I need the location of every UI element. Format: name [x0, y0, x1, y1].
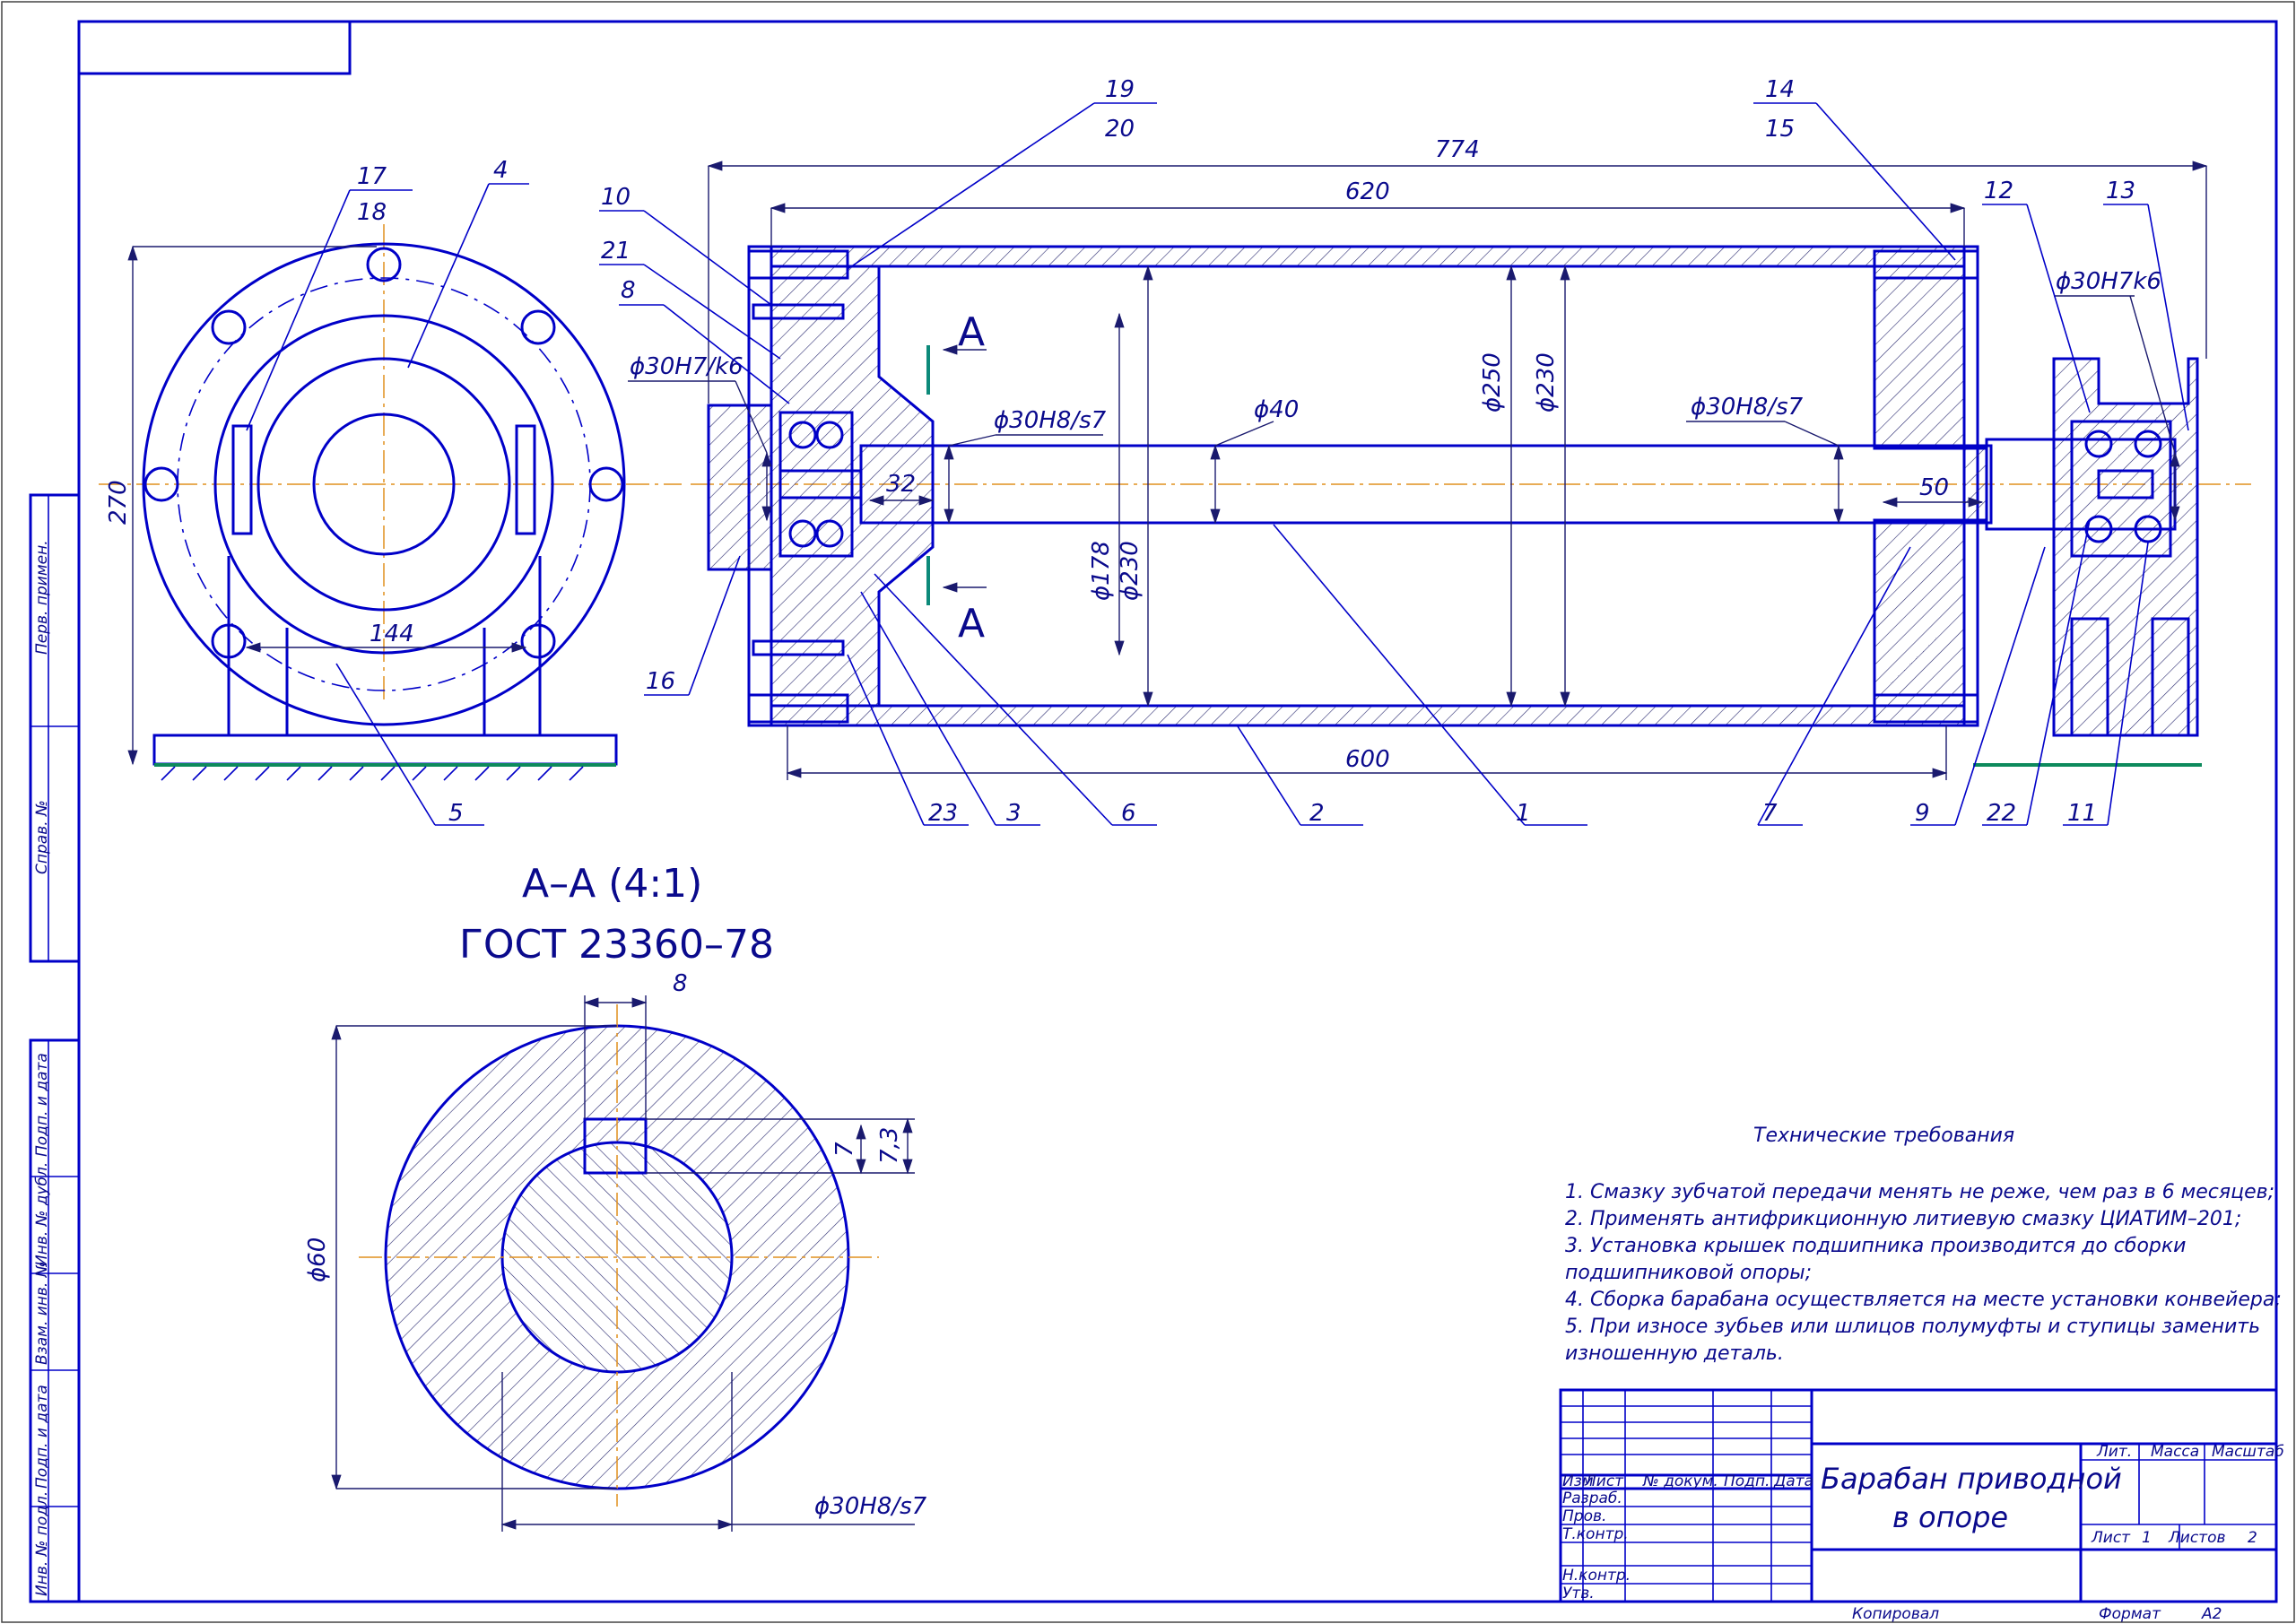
tb-tkontr: Т.контр.	[1562, 1525, 1629, 1543]
dim-fit-h7k6-b: ϕ30Н7k6	[2056, 268, 2161, 295]
section-marker-top: А	[958, 309, 985, 355]
pos-6: 6	[1121, 800, 1136, 827]
dim-8: 8	[673, 970, 688, 997]
tb-razrab: Разраб.	[1562, 1489, 1622, 1507]
pos-12: 12	[1984, 178, 2013, 204]
dim-620: 620	[1345, 178, 1390, 205]
tb-format-value: А2	[2201, 1605, 2222, 1623]
pos-1: 1	[1516, 800, 1531, 827]
tb-format-label: Формат	[2099, 1605, 2161, 1623]
pos-14: 14	[1765, 76, 1795, 103]
main-dims: 774 620 600 32 50 ϕ40 ϕ250 ϕ230 ϕ230 ϕ17…	[628, 136, 2208, 780]
tb-name-line1: Барабан приводной	[1821, 1462, 2122, 1496]
tb-col-izm: Изм	[1562, 1472, 1594, 1490]
dim-fit-h8s7-c: ϕ30Н8/s7	[814, 1493, 927, 1520]
stamp-podp-data-1: Подп. и дата	[33, 1053, 51, 1157]
main-section: А А	[691, 245, 2251, 767]
pos-7: 7	[1762, 800, 1778, 827]
dim-270: 270	[105, 480, 132, 525]
dim-phi60: ϕ60	[304, 1238, 331, 1282]
req-line-6: 5. При износе зубьев или шлицов полумуфт…	[1565, 1316, 2260, 1338]
tb-listov-label: Листов	[2168, 1529, 2226, 1547]
dim-fit-h7k6: ϕ30Н7/k6	[630, 353, 744, 380]
dim-phi230a: ϕ230	[1533, 352, 1560, 413]
title-block: Изм Лист № докум. Подп. Дата Разраб. Про…	[1559, 1388, 2284, 1623]
technical-requirements: Технические требования 1. Смазку зубчато…	[1565, 1125, 2282, 1365]
tb-prov: Пров.	[1562, 1507, 1606, 1525]
dim-50: 50	[1919, 474, 1949, 501]
tb-nkontr: Н.контр.	[1562, 1567, 1631, 1585]
dim-phi230b: ϕ230	[1117, 541, 1144, 601]
pos-9: 9	[1915, 800, 1930, 827]
pos-5: 5	[448, 800, 464, 827]
dim-7: 7	[831, 1142, 858, 1157]
pos-8: 8	[621, 277, 636, 304]
tb-name-line2: в опоре	[1892, 1500, 2008, 1534]
pos-17: 17	[357, 163, 387, 190]
pos-22: 22	[1987, 800, 2016, 827]
pos-3: 3	[1006, 800, 1022, 827]
pos-10: 10	[601, 184, 631, 211]
dim-32: 32	[886, 471, 916, 498]
pos-13: 13	[2106, 178, 2135, 204]
stamp-perv-primen: Перв. примен.	[33, 540, 51, 655]
section-title: А–А (4:1)	[522, 861, 702, 907]
stamp-podp-data-2: Подп. и дата	[33, 1385, 51, 1489]
tb-listov-value: 2	[2248, 1529, 2257, 1547]
dim-fit-h8s7-b: ϕ30Н8/s7	[1691, 394, 1804, 421]
tb-masshtab: Масштаб	[2212, 1443, 2284, 1461]
section-aa: А–А (4:1) ГОСТ 23360–78 8 7 7,3 ϕ60 ϕ30Н…	[304, 861, 927, 1532]
pos-21: 21	[601, 238, 631, 265]
pos-15: 15	[1765, 116, 1795, 143]
section-marker-bottom: А	[958, 601, 985, 647]
req-line-3: 3. Установка крышек подшипника производи…	[1565, 1235, 2186, 1257]
leaders: 1 2 3 4 5 6 7 8 9 10 11 12 13 16 21 22 2…	[246, 76, 2189, 827]
pos-2: 2	[1309, 800, 1325, 827]
dim-phi40: ϕ40	[1254, 396, 1299, 423]
requirements-heading: Технические требования	[1753, 1125, 2014, 1147]
dim-fit-h8s7-a: ϕ30Н8/s7	[994, 407, 1107, 434]
section-standard: ГОСТ 23360–78	[459, 922, 774, 968]
pos-16: 16	[646, 668, 675, 695]
req-line-7: изношенную деталь.	[1565, 1342, 1784, 1365]
dim-phi178: ϕ178	[1088, 541, 1115, 601]
pos-20: 20	[1105, 116, 1135, 143]
stamp-inv-podl: Инв. № подл.	[33, 1491, 51, 1596]
stamp-inv-dubl: Инв. № дубл.	[33, 1162, 51, 1266]
stamp-vzam-inv: Взам. инв. №	[33, 1262, 51, 1365]
dim-774: 774	[1435, 136, 1480, 163]
pos-19: 19	[1105, 76, 1135, 103]
tb-lit: Лит.	[2096, 1443, 2132, 1461]
req-line-5: 4. Сборка барабана осуществляется на мес…	[1565, 1289, 2282, 1311]
tb-list-label: Лист	[2091, 1529, 2131, 1547]
dim-phi250: ϕ250	[1479, 352, 1506, 413]
side-stamps: Перв. примен. Справ. № Подп. и дата Инв.…	[33, 540, 51, 1596]
req-line-2: 2. Применять антифрикционную литиевую см…	[1565, 1208, 2241, 1230]
flange-holes	[144, 247, 624, 659]
tb-kopiroval: Копировал	[1852, 1605, 1939, 1623]
tb-list-value: 1	[2142, 1529, 2152, 1547]
pos-4: 4	[493, 157, 509, 184]
end-view: 270 144	[99, 224, 682, 781]
pos-23: 23	[928, 800, 958, 827]
dim-7-3: 7,3	[876, 1127, 903, 1164]
req-line-1: 1. Смазку зубчатой передачи менять не ре…	[1565, 1181, 2274, 1203]
dim-600: 600	[1345, 746, 1390, 773]
stamp-sprav: Справ. №	[33, 800, 51, 874]
tb-massa: Масса	[2151, 1443, 2199, 1461]
pos-11: 11	[2067, 800, 2097, 827]
tb-utv: Утв.	[1562, 1585, 1595, 1602]
pos-18: 18	[357, 199, 387, 226]
req-line-4: подшипниковой опоры;	[1565, 1262, 1812, 1284]
tb-col-sign: Подп.	[1724, 1472, 1770, 1490]
tb-col-list: Лист	[1584, 1472, 1624, 1490]
tb-col-doc: № докум.	[1642, 1472, 1718, 1490]
dim-144: 144	[370, 621, 414, 647]
tb-col-date: Дата	[1773, 1472, 1813, 1490]
